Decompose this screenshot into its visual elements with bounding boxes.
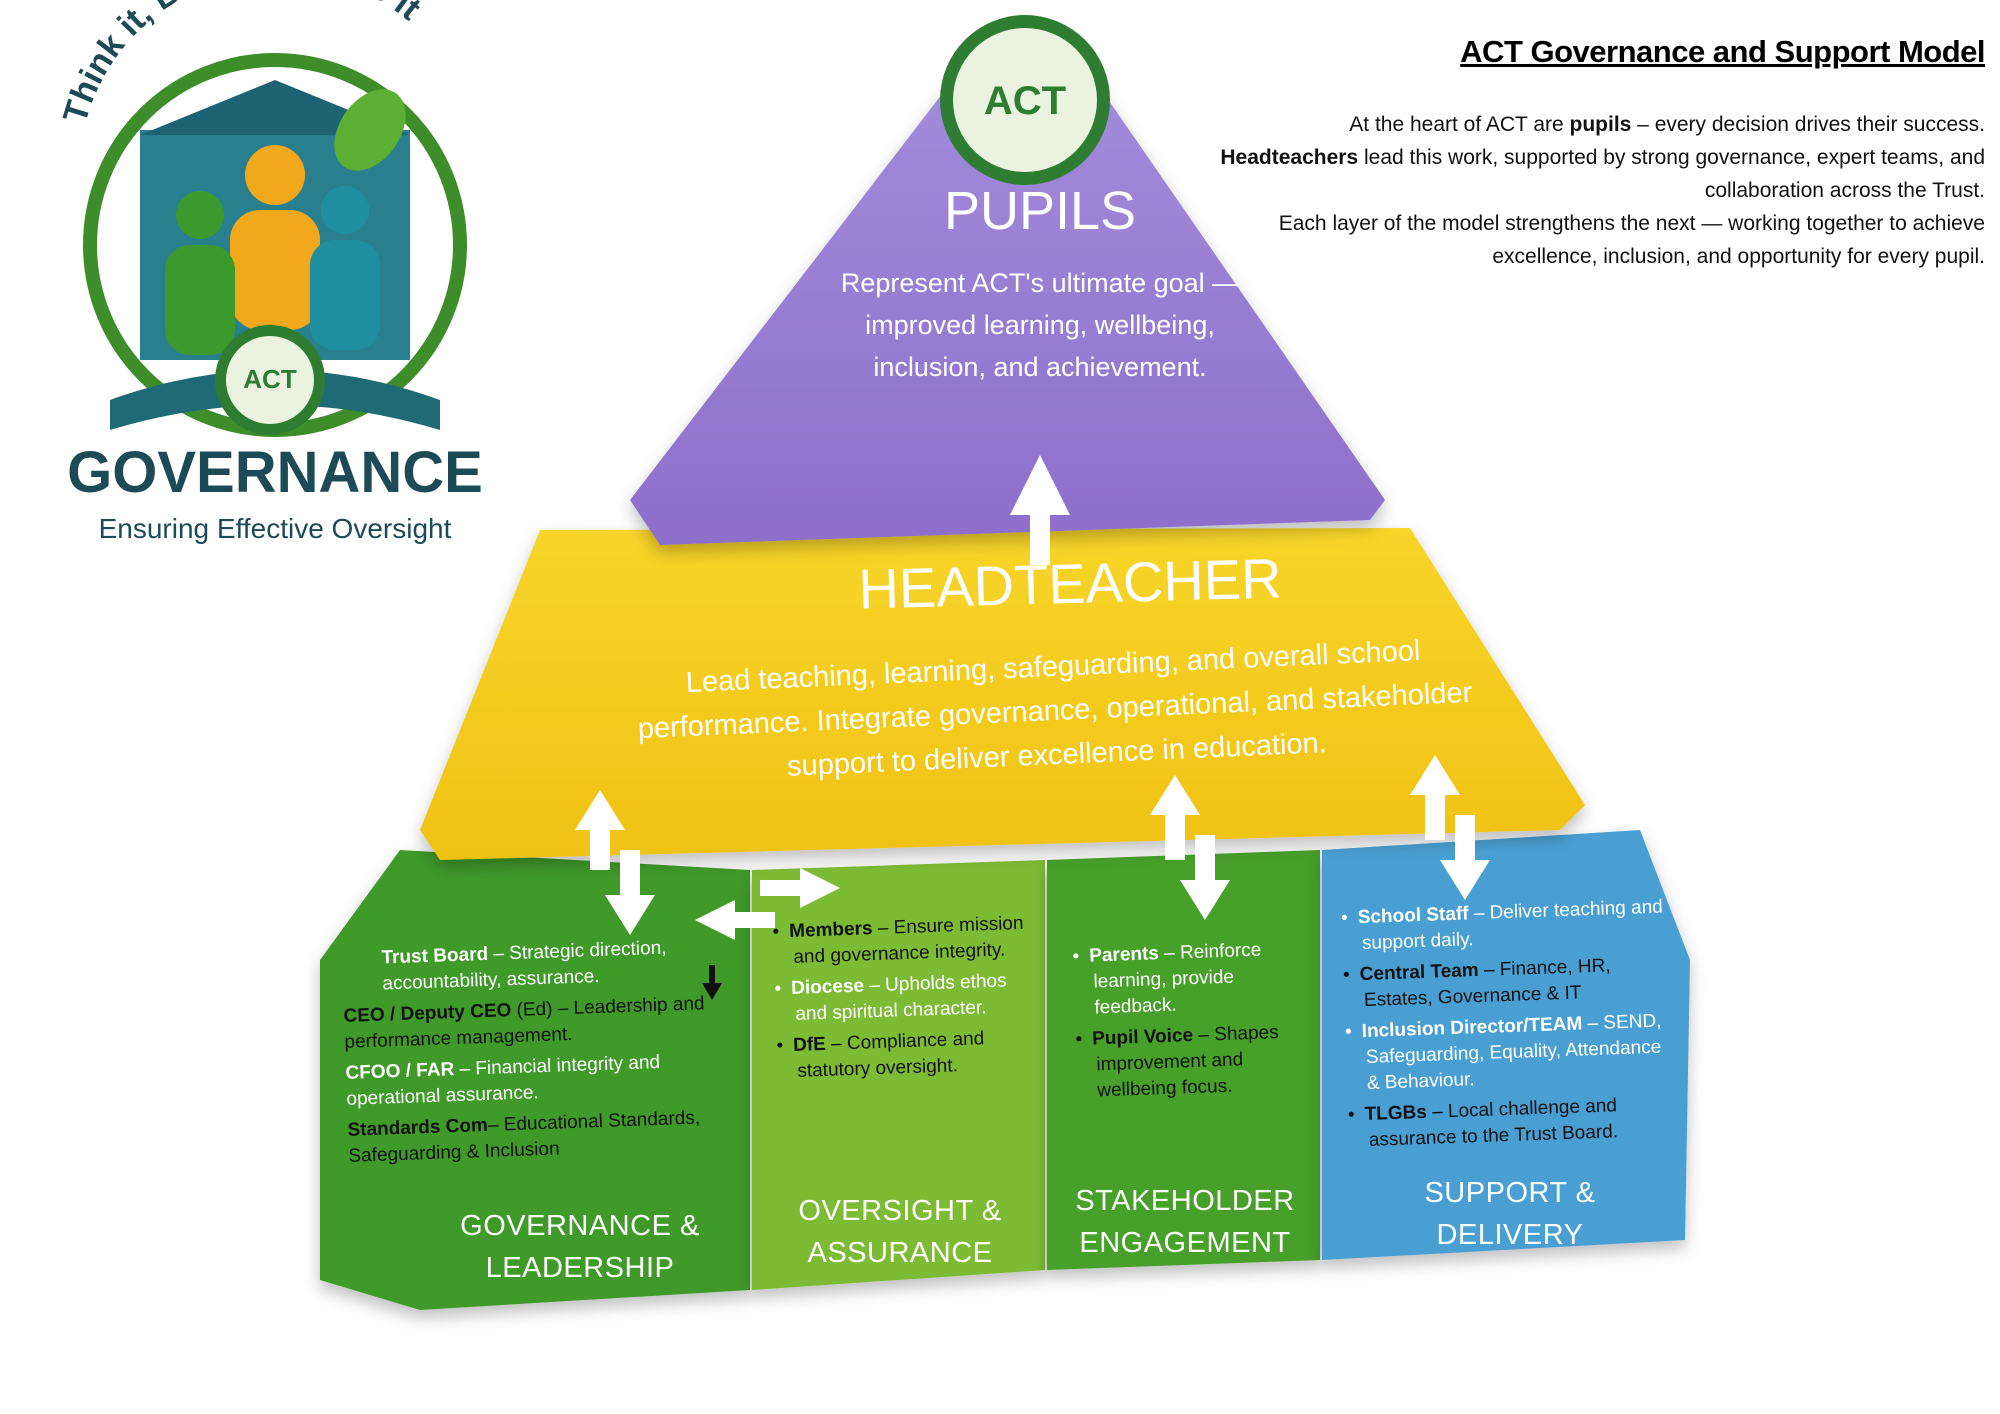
logo-title: GOVERNANCE <box>67 440 483 505</box>
pupils-triangle <box>630 25 1385 545</box>
list-item: Standards Com– Educational Standards, Sa… <box>347 1107 701 1167</box>
up-arrow-1 <box>575 790 625 870</box>
logo-badge-text: ACT <box>243 364 297 394</box>
block-governance <box>320 850 750 1310</box>
right-arrow <box>760 868 840 908</box>
pupils-text: Represent ACT's ultimate goal — improved… <box>840 268 1240 382</box>
list-item: Inclusion Director/TEAM – SEND, Safeguar… <box>1345 1008 1673 1097</box>
headteacher-band <box>420 528 1585 860</box>
governance-logo-graphic <box>83 53 467 437</box>
motto-text: Think it, Believe it, Live it <box>56 0 428 127</box>
list-item: Parents – Reinforce learning, provide fe… <box>1072 936 1313 1022</box>
act-badge-top <box>940 15 1110 185</box>
up-arrow-pupils <box>1010 455 1070 565</box>
down-arrow-small-icon <box>702 965 722 1000</box>
intro-text: At the heart of ACT are pupils – every d… <box>1220 113 1985 268</box>
down-arrow-3 <box>1180 835 1230 920</box>
column-stakeholder: Parents – Reinforce learning, provide fe… <box>1072 936 1316 1110</box>
list-item: Central Team – Finance, HR, Estates, Gov… <box>1343 951 1670 1014</box>
list-item: Members – Ensure mission and governance … <box>772 910 1036 971</box>
list-item: CFOO / FAR – Financial integrity and ope… <box>345 1051 661 1110</box>
caption-oversight: OVERSIGHT & ASSURANCE <box>798 1195 1002 1269</box>
list-item: School Staff – Deliver teaching and supp… <box>1341 894 1668 957</box>
logo-subtitle: Ensuring Effective Oversight <box>98 513 452 544</box>
up-arrow-3 <box>1150 775 1200 860</box>
column-governance: Trust Board – Strategic direction, accou… <box>341 933 744 1175</box>
left-arrow <box>695 900 775 940</box>
pupils-heading: PUPILS <box>943 181 1137 241</box>
caption-support: SUPPORT & DELIVERY <box>1424 1177 1596 1251</box>
arrows <box>575 455 1490 940</box>
up-arrow-4 <box>1410 755 1460 840</box>
list-item: CEO / Deputy CEO (Ed) – Leadership and p… <box>343 993 705 1053</box>
act-badge-top-text: ACT <box>983 79 1067 123</box>
caption-stakeholder: STAKEHOLDER ENGAGEMENT <box>1075 1185 1295 1259</box>
list-item: Diocese – Upholds ethos and spiritual ch… <box>774 967 1038 1028</box>
down-arrow-1 <box>605 850 655 935</box>
column-support: School Staff – Deliver teaching and supp… <box>1341 894 1675 1159</box>
list-item: DfE – Compliance and statutory oversight… <box>776 1024 1040 1085</box>
list-item: TLGBs – Local challenge and assurance to… <box>1348 1091 1675 1154</box>
column-oversight: Members – Ensure mission and governance … <box>772 910 1040 1090</box>
page-title: ACT Governance and Support Model <box>1460 34 1985 69</box>
list-item: Pupil Voice – Shapes improvement and wel… <box>1075 1019 1316 1105</box>
svg-text:Think it, Believe it, Live it: Think it, Believe it, Live it <box>56 0 428 127</box>
down-arrow-4 <box>1440 815 1490 900</box>
logo-motto: Think it, Believe it, Live it <box>56 0 428 127</box>
caption-governance: GOVERNANCE & LEADERSHIP <box>460 1210 700 1284</box>
